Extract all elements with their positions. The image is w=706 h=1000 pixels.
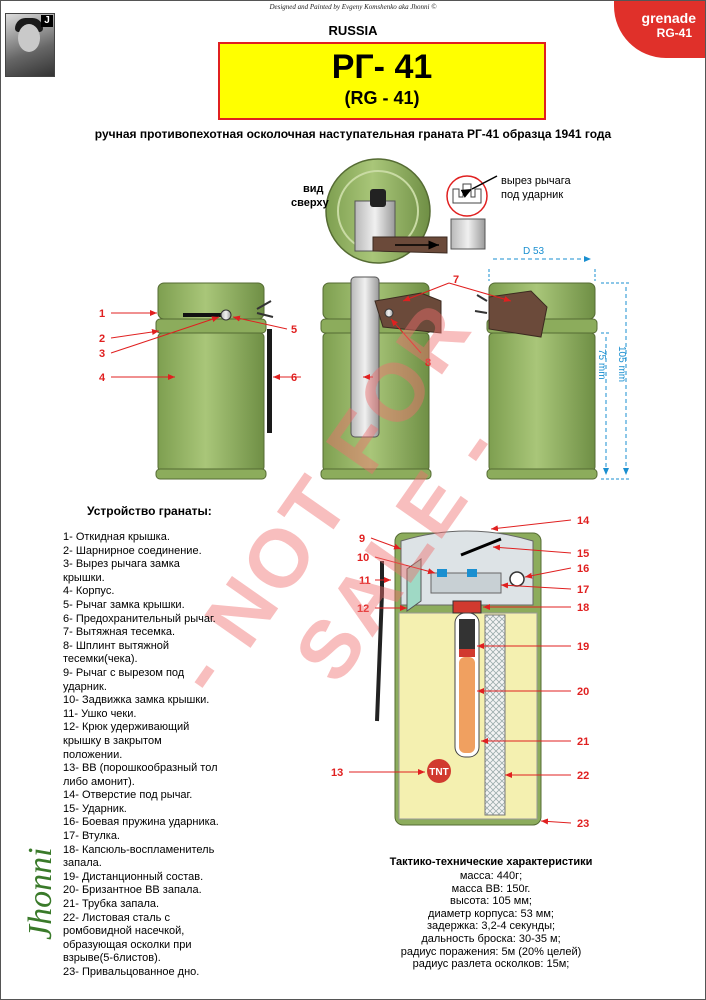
parts-list-item: 4- Корпус.	[63, 585, 115, 598]
callout-4: 4	[99, 372, 106, 384]
dimension-body: 75 mm	[596, 349, 607, 380]
explosive-marking: TNT	[429, 767, 448, 778]
specs-list-item: радиус разлета осколков: 15м;	[412, 958, 570, 971]
parts-list-item: 1- Откидная крышка.	[63, 531, 170, 543]
parts-list-item: 15- Ударник.	[63, 802, 127, 815]
parts-list-item: 22- Листовая сталь с	[63, 911, 170, 924]
top-view-label-2: сверху	[291, 197, 330, 209]
parts-title: Устройство гранаты:	[87, 504, 212, 518]
page-subtitle: ручная противопехотная осколочная наступ…	[94, 127, 612, 141]
parts-list-item: 18- Капсюль-воспламенитель	[63, 843, 215, 856]
parts-list-item: 3- Вырез рычага замка	[63, 558, 180, 571]
portrait-face	[18, 24, 40, 52]
callout-10: 10	[357, 552, 369, 564]
parts-list-item: 19- Дистанционный состав.	[63, 870, 204, 883]
callout-15: 15	[577, 548, 589, 560]
parts-list-item: 5- Рычаг замка крышки.	[63, 598, 185, 611]
side-view-middle	[320, 276, 442, 480]
side-view-right	[474, 282, 598, 480]
specs-title: Тактико-технические характеристики	[389, 856, 593, 868]
callout-13: 13	[331, 767, 343, 779]
parts-list-item: 6- Предохранительный рычаг.	[63, 612, 216, 625]
specs-list-item: радиус поражения: 5м (20% целей)	[400, 945, 582, 958]
cutaway-view: TNT	[375, 530, 542, 826]
parts-list: 1- Откидная крышка.2- Шарнирное соединен…	[63, 531, 289, 980]
callout-11: 11	[359, 575, 371, 587]
parts-list-item: 9- Рычаг с вырезом под	[63, 666, 185, 679]
parts-list-item: 11- Ушко чеки.	[63, 707, 137, 720]
side-view-left	[155, 282, 274, 480]
parts-list-item: 13- ВВ (порошкообразный тол	[63, 762, 218, 775]
parts-list-item: взрыве(5-6листов).	[63, 952, 161, 965]
badge-line1: grenade	[641, 10, 696, 26]
parts-list-item: 14- Отверстие под рычаг.	[63, 789, 193, 802]
parts-list-item: крышку в закрытом	[63, 734, 162, 747]
specs-list-item: дальность броска: 30-35 м;	[421, 932, 561, 945]
callout-6: 6	[291, 372, 297, 384]
parts-list-item: образующая осколки при	[63, 938, 192, 951]
parts-list-item: 23- Привальцованное дно.	[63, 966, 200, 978]
parts-list-item: 16- Боевая пружина ударника.	[63, 816, 219, 829]
top-view-label-1: вид	[303, 183, 324, 195]
specs-list-item: высота: 105 мм;	[450, 895, 532, 908]
callout-22: 22	[577, 770, 589, 782]
specs-list-item: масса: 440г;	[459, 870, 523, 882]
page-title: РГ- 41	[331, 48, 433, 86]
specs-list: масса: 440г;масса ВВ: 150г.высота: 105 м…	[341, 870, 641, 971]
parts-list-item: 2- Шарнирное соединение.	[63, 544, 202, 557]
callout-1: 1	[99, 308, 105, 320]
parts-list-item: либо амонит).	[63, 775, 135, 788]
dimension-height: 105 mm	[616, 346, 627, 382]
specs-list-item: масса ВВ: 150г.	[451, 882, 531, 895]
parts-list-item: 12- Крюк удерживающий	[63, 721, 190, 734]
callout-16: 16	[577, 563, 589, 575]
signature: Jhonni	[22, 847, 59, 940]
parts-list-item: 17- Втулка.	[63, 830, 120, 843]
corner-badge: grenade RG-41	[614, 1, 705, 58]
callouts: 1 2 3 4 5 6 7 8 9 10 11 12 13	[99, 274, 590, 830]
specs-list-item: задержка: 3,2-4 секунды;	[426, 920, 556, 933]
callout-9: 9	[359, 533, 365, 545]
title-box: РГ- 41 (RG - 41)	[218, 42, 546, 120]
parts-list-item: крышки.	[63, 571, 105, 584]
callout-7: 7	[453, 274, 459, 286]
callout-21: 21	[577, 736, 589, 748]
callout-5: 5	[291, 324, 297, 336]
callout-20: 20	[577, 686, 589, 698]
parts-list-item: ударник.	[63, 680, 107, 693]
callout-18: 18	[577, 602, 589, 614]
parts-list-item: запала.	[63, 857, 102, 870]
callout-17: 17	[577, 584, 589, 596]
lever-cutout-label-1: вырез рычага	[501, 175, 571, 187]
parts-list-item: 7- Вытяжная тесемка.	[63, 626, 176, 639]
parts-list-item: 8- Шплинт вытяжной	[63, 639, 170, 652]
designer-credit: Designed and Painted by Evgeny Komshenko…	[269, 3, 437, 11]
parts-list-item: 21- Трубка запала.	[63, 898, 160, 911]
page-title-latin: (RG - 41)	[344, 88, 420, 108]
parts-list-item: положении.	[63, 748, 123, 761]
badge-line2: RG-41	[656, 26, 692, 40]
portrait-logo-icon: J	[41, 15, 53, 27]
parts-list-item: 20- Бризантное ВВ запала.	[63, 884, 202, 897]
author-portrait: J	[5, 13, 55, 77]
dimension-diameter: D 53	[523, 246, 545, 257]
callout-8: 8	[425, 357, 431, 369]
callout-2: 2	[99, 333, 105, 345]
callout-3: 3	[99, 348, 105, 360]
callout-23: 23	[577, 818, 589, 830]
callout-19: 19	[577, 641, 589, 653]
dimensions: D 53 105 mm 75 mm	[488, 246, 629, 480]
callout-12: 12	[357, 603, 369, 615]
parts-list-item: ромбовидной насечкой,	[63, 925, 185, 938]
country-label: RUSSIA	[328, 23, 378, 38]
callout-14: 14	[577, 515, 590, 527]
lever-cutout-label-2: под ударник	[501, 189, 563, 201]
top-view: вид сверху вырез рычага под ударник	[291, 158, 571, 264]
specs-list-item: диаметр корпуса: 53 мм;	[428, 907, 554, 920]
parts-list-item: 10- Задвижка замка крышки.	[63, 694, 210, 707]
parts-list-item: тесемки(чека).	[63, 653, 138, 666]
